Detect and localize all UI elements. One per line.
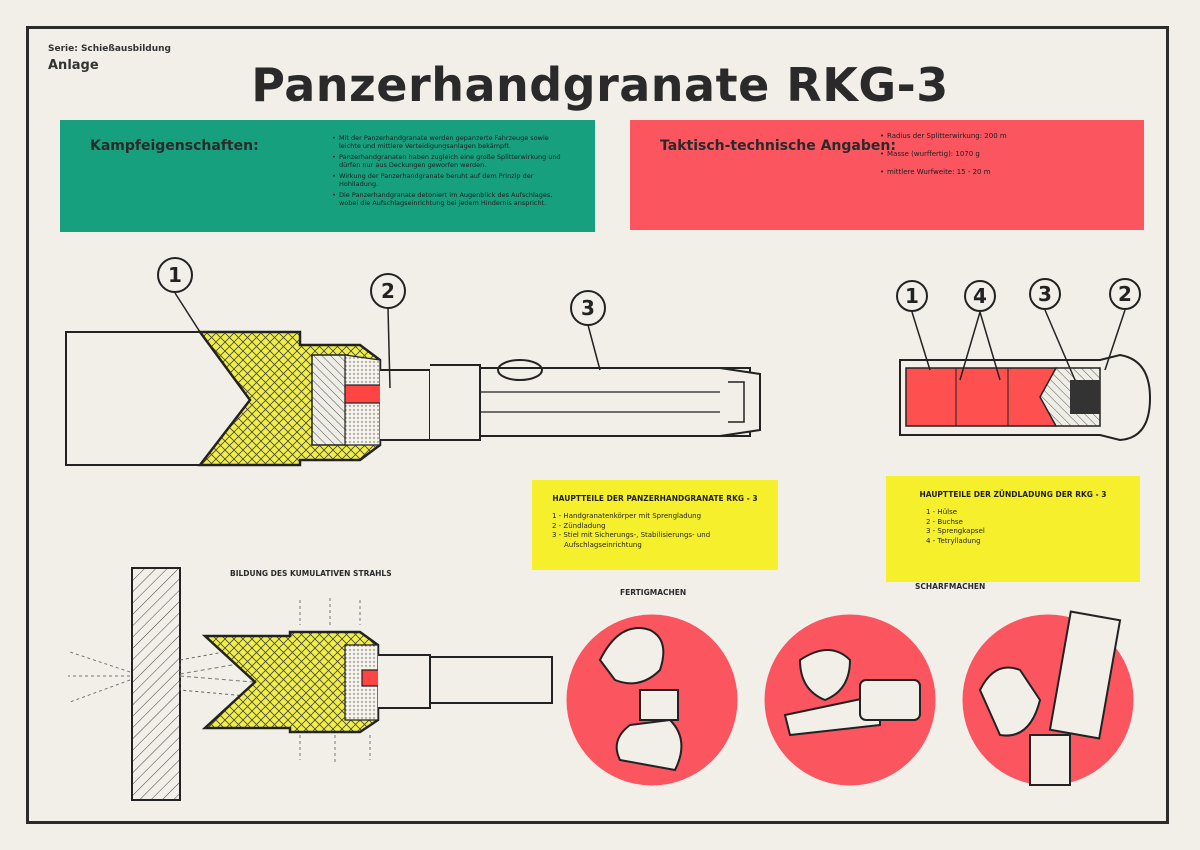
tactical-data-list: Radius der Splitterwirkung: 200 m Masse … xyxy=(880,132,1110,186)
list-item: Wirkung der Panzerhandgranate beruht auf… xyxy=(332,172,572,188)
list-item: 4 - Tetrylladung xyxy=(926,536,981,545)
main-parts-heading: HAUPTTEILE DER PANZERHANDGRANATE RKG - 3 xyxy=(552,494,758,503)
main-parts-box: HAUPTTEILE DER PANZERHANDGRANATE RKG - 3… xyxy=(532,480,778,570)
combat-properties-box: Kampfeigenschaften: Mit der Panzerhandgr… xyxy=(60,120,595,232)
list-item: mittlere Wurfweite: 15 - 20 m xyxy=(880,168,1110,176)
list-item: 3 - Stiel mit Sicherungs-, Stabilisierun… xyxy=(552,531,711,539)
list-item: 1 - Hülse xyxy=(926,508,958,516)
fuze-casing xyxy=(899,353,1152,442)
list-item: Masse (wurffertig): 1070 g xyxy=(880,150,1110,158)
grenade-handle xyxy=(479,359,761,437)
prepare-caption: FERTIGMACHEN xyxy=(620,588,687,597)
grenade-body xyxy=(197,330,481,467)
arm-illustration-right xyxy=(962,610,1134,786)
armor-wall xyxy=(131,567,181,801)
fuze-parts-list: 1 - Hülse 2 - Buchse 3 - Sprengkapsel 4 … xyxy=(926,508,1126,546)
tactical-data-box: Taktisch-technische Angaben: Radius der … xyxy=(630,120,1144,230)
arm-illustration-left xyxy=(764,614,936,786)
main-parts-list: 1 - Handgranatenkörper mit Sprengladung … xyxy=(552,512,772,550)
list-item: Aufschlagseinrichtung xyxy=(564,540,642,549)
combat-properties-heading: Kampfeigenschaften: xyxy=(90,138,259,154)
fuze-parts-heading: HAUPTTEILE DER ZÜNDLADUNG DER RKG - 3 xyxy=(919,490,1107,499)
poster-frame xyxy=(26,26,1169,824)
callout-circle-3 xyxy=(570,290,606,326)
series-label: Serie: Schießausbildung xyxy=(48,44,171,54)
callout-1: 1 xyxy=(168,263,182,287)
fuze-callout-1: 1 xyxy=(905,284,919,308)
list-item: 2 - Buchse xyxy=(926,517,963,526)
list-item: Die Panzerhandgranate detoniert im Augen… xyxy=(332,191,572,207)
page-title: Panzerhandgranate RKG-3 xyxy=(251,58,949,112)
fuze-callout-circle-4 xyxy=(964,280,996,312)
fuze-callout-3: 3 xyxy=(1038,282,1052,306)
list-item: Panzerhandgranaten haben zugleich eine g… xyxy=(332,153,572,169)
list-item: 2 - Zündladung xyxy=(552,521,606,530)
arm-caption: SCHARFMACHEN xyxy=(915,582,986,591)
jet-caption: BILDUNG DES KUMULATIVEN STRAHLS xyxy=(230,569,392,578)
list-item: Radius der Splitterwirkung: 200 m xyxy=(880,132,1110,140)
fuze-callout-4: 4 xyxy=(973,284,987,308)
list-item: 1 - Handgranatenkörper mit Sprengladung xyxy=(552,512,702,520)
fuze-callout-circle-3 xyxy=(1029,278,1061,310)
fuze-parts-box: HAUPTTEILE DER ZÜNDLADUNG DER RKG - 3 1 … xyxy=(886,476,1140,582)
list-item: Mit der Panzerhandgranate werden gepanze… xyxy=(332,134,572,150)
fuze-callout-circle-2 xyxy=(1109,278,1141,310)
label-callouts xyxy=(174,292,601,389)
jet-grenade-body xyxy=(201,630,553,734)
callout-circle-2 xyxy=(370,273,406,309)
callout-circle-1 xyxy=(157,257,193,293)
fuze-callout-2: 2 xyxy=(1118,282,1132,306)
fuze-callout-circle-1 xyxy=(896,280,928,312)
prepare-illustration xyxy=(566,614,738,786)
combat-properties-list: Mit der Panzerhandgranate werden gepanze… xyxy=(332,134,572,210)
callout-2: 2 xyxy=(381,279,395,303)
tactical-data-heading: Taktisch-technische Angaben: xyxy=(660,138,896,154)
fuze-callouts xyxy=(911,309,1126,381)
callout-3: 3 xyxy=(581,296,595,320)
annex-label: Anlage xyxy=(48,58,99,73)
list-item: 3 - Sprengkapsel xyxy=(926,527,985,535)
